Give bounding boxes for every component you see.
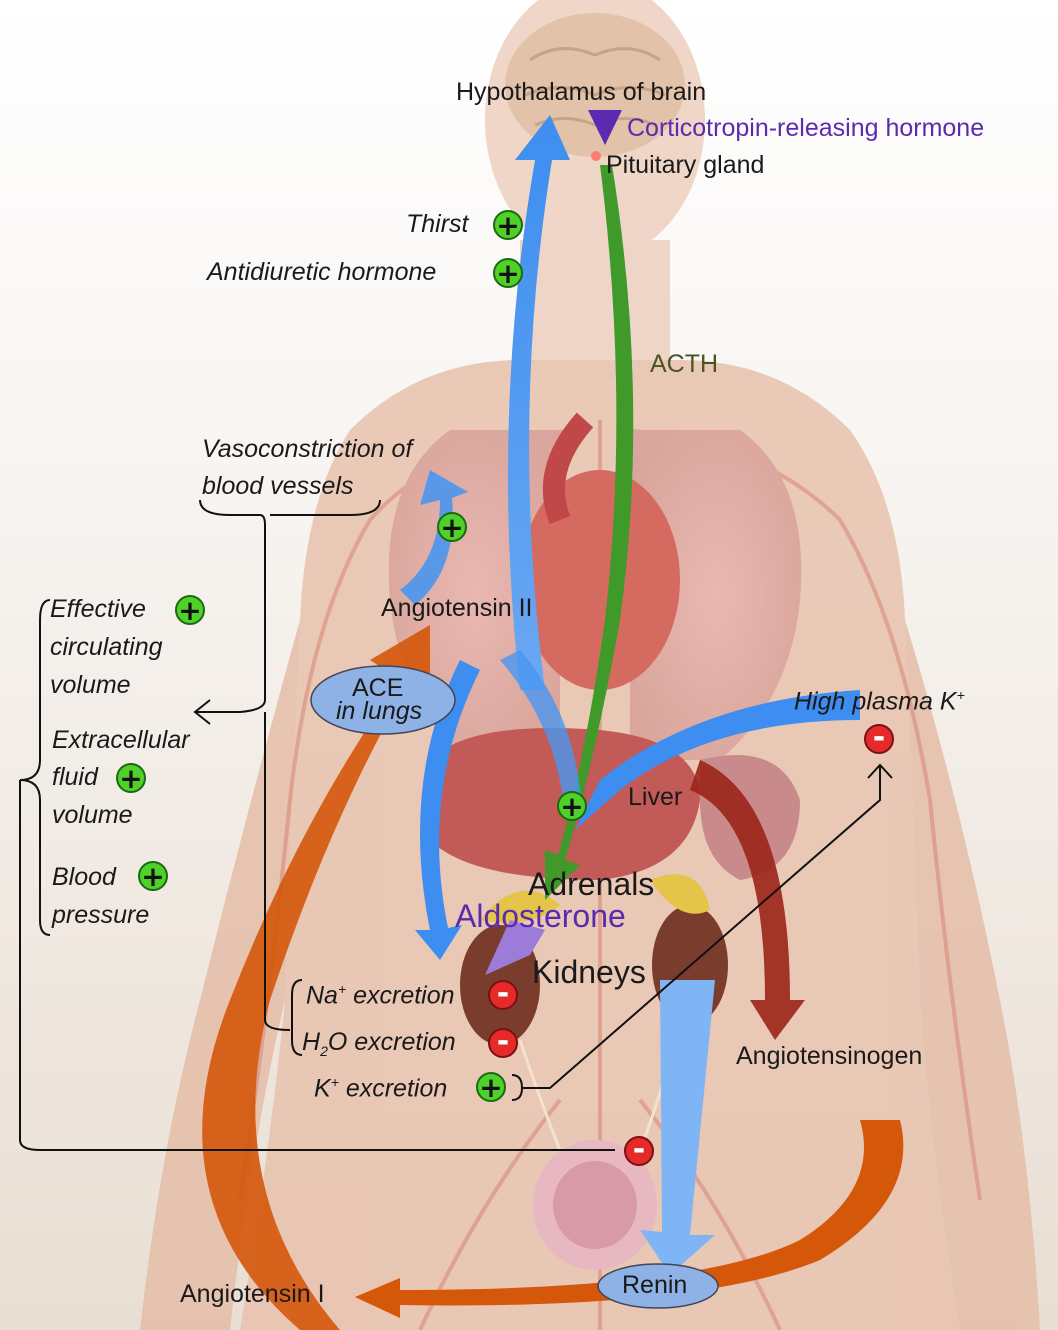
plus-badge-vasoconstriction: + <box>437 512 467 542</box>
label-h2o-excretion: H2O excretion <box>302 1030 456 1058</box>
plus-badge-effective: + <box>175 595 205 625</box>
label-vasoconstriction-2: blood vessels <box>202 474 353 499</box>
label-thirst: Thirst <box>406 212 469 237</box>
label-pituitary: Pituitary gland <box>606 153 764 178</box>
label-blood-1: Blood <box>52 865 116 890</box>
label-extracellular-2: fluid <box>52 765 98 790</box>
label-renin: Renin <box>622 1273 687 1298</box>
label-angiotensinogen: Angiotensinogen <box>736 1044 922 1069</box>
label-effective-3: volume <box>50 673 131 698</box>
label-k-excretion: K+ excretion <box>314 1075 447 1101</box>
label-adrenals: Adrenals <box>528 868 654 900</box>
label-ace-2: in lungs <box>336 699 422 724</box>
plus-badge-liver: + <box>557 791 587 821</box>
label-high-plasma-k: High plasma K+ <box>794 688 965 714</box>
plus-badge-thirst: + <box>493 210 523 240</box>
minus-badge-high-k: - <box>864 724 894 754</box>
label-adh: Antidiuretic hormone <box>207 260 436 285</box>
plus-badge-blood: + <box>138 861 168 891</box>
label-blood-2: pressure <box>52 903 149 928</box>
label-effective-2: circulating <box>50 635 163 660</box>
label-vasoconstriction-1: Vasoconstriction of <box>202 437 412 462</box>
label-acth: ACTH <box>650 352 718 377</box>
label-angiotensin-ii: Angiotensin II <box>381 596 533 621</box>
pituitary-dot <box>591 151 601 161</box>
label-kidneys: Kidneys <box>532 956 646 988</box>
minus-badge-na: - <box>488 980 518 1010</box>
plus-badge-adh: + <box>493 258 523 288</box>
label-extracellular-1: Extracellular <box>52 728 190 753</box>
label-liver: Liver <box>628 785 682 810</box>
label-aldosterone: Aldosterone <box>455 900 626 932</box>
label-extracellular-3: volume <box>52 803 133 828</box>
plus-badge-extracellular: + <box>116 763 146 793</box>
label-hypothalamus: Hypothalamus of brain <box>456 80 706 105</box>
label-angiotensin-i: Angiotensin I <box>180 1282 325 1307</box>
label-effective-1: Effective <box>50 597 146 622</box>
plus-badge-k: + <box>476 1072 506 1102</box>
label-na-excretion: Na+ excretion <box>306 982 455 1008</box>
label-crh: Corticotropin-releasing hormone <box>627 116 984 141</box>
minus-badge-renin: - <box>624 1136 654 1166</box>
minus-badge-h2o: - <box>488 1028 518 1058</box>
